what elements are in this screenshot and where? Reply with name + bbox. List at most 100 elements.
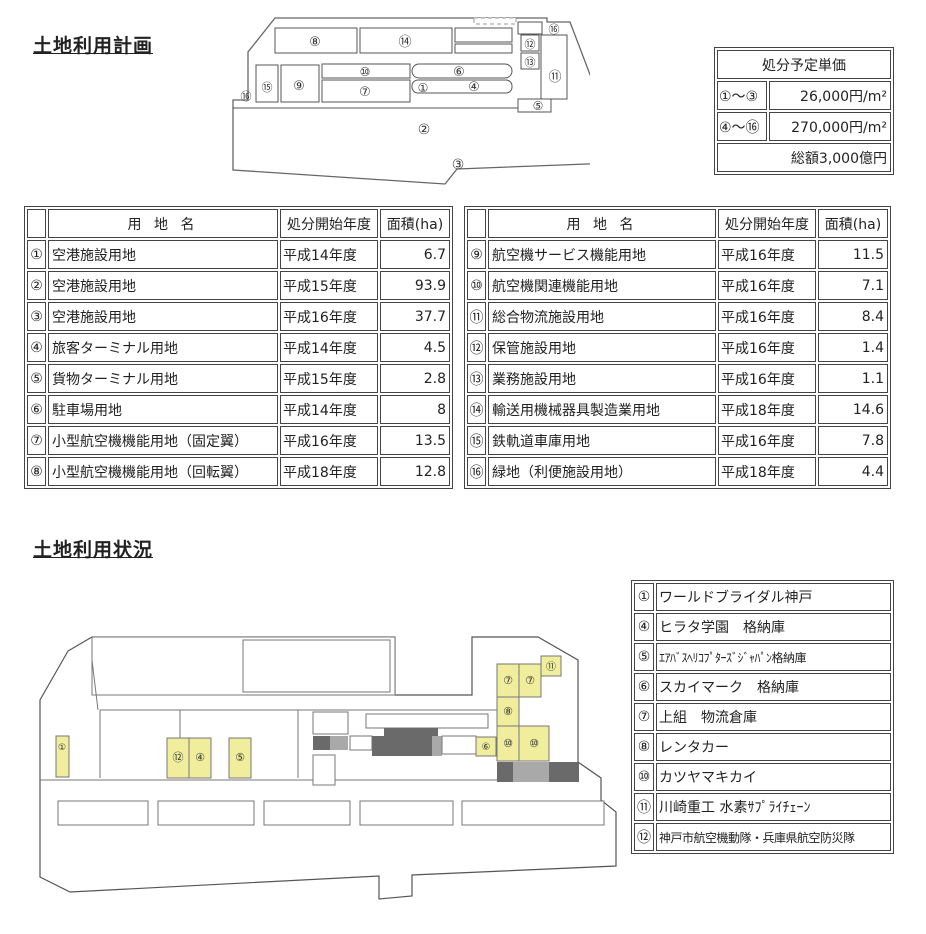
table-row: ⑦ 上組 物流倉庫 (634, 703, 891, 731)
row-name: 空港施設用地 (48, 271, 278, 300)
row-area: 93.9 (380, 271, 450, 300)
row-year: 平成16年度 (718, 302, 816, 331)
price-value: 270,000円/m² (769, 112, 891, 141)
tenant-no: ④ (634, 613, 654, 641)
plan-label-13: ⑬ (525, 56, 536, 69)
row-area: 13.5 (380, 426, 450, 455)
status-white-block (349, 735, 373, 751)
row-area: 12.8 (380, 457, 450, 486)
plan-plot-11 (540, 34, 568, 100)
row-area: 2.8 (380, 364, 450, 393)
row-no: ⑮ (467, 426, 486, 455)
row-no: ⑨ (467, 240, 486, 269)
row-area: 1.1 (818, 364, 888, 393)
row-area: 8.4 (818, 302, 888, 331)
row-area: 4.5 (380, 333, 450, 362)
price-key: ④～⑯ (717, 112, 768, 141)
tenant-no: ⑫ (634, 823, 654, 851)
status-label-8: ⑧ (503, 705, 513, 718)
tenant-name: ワールドブライダル神戸 (656, 583, 891, 611)
status-tenant-plot-5 (228, 737, 252, 779)
status-label-11: ⑪ (546, 661, 556, 673)
tenant-name: 上組 物流倉庫 (656, 703, 891, 731)
row-year: 平成18年度 (718, 457, 816, 486)
plan-plot-6 (411, 63, 513, 79)
header-year: 処分開始年度 (280, 209, 378, 238)
row-name: 空港施設用地 (48, 240, 278, 269)
plan-label-9: ⑨ (293, 79, 305, 94)
header-area: 面積(ha) (818, 209, 888, 238)
plan-label-4: ④ (468, 80, 480, 95)
plan-plot-16 (517, 21, 543, 35)
plan-label-6: ⑥ (453, 65, 465, 80)
table-row: ⑤ 貨物ターミナル用地 平成15年度 2.8 (27, 364, 450, 393)
status-area-north-east (242, 639, 391, 693)
row-year: 平成16年度 (280, 426, 378, 455)
row-name: 航空機関連機能用地 (488, 271, 716, 300)
table-row: ⑩ 航空機関連機能用地 平成16年度 7.1 (467, 271, 888, 300)
header-name: 用 地 名 (488, 209, 716, 238)
plan-label-3: ③ (452, 157, 465, 173)
tenant-no: ⑪ (634, 793, 654, 821)
row-no: ⑯ (467, 457, 486, 486)
table-row: ① 空港施設用地 平成14年度 6.7 (27, 240, 450, 269)
plan-label-14: ⑭ (398, 35, 411, 50)
status-label-7a: ⑦ (503, 674, 513, 687)
tenant-name: レンタカー (656, 733, 891, 761)
header-no (27, 209, 46, 238)
row-no: ② (27, 271, 46, 300)
row-year: 平成16年度 (718, 240, 816, 269)
land-use-table-left: 用 地 名 処分開始年度 面積(ha) ① 空港施設用地 平成14年度 6.7 … (24, 206, 453, 489)
plan-label-11: ⑪ (548, 70, 561, 85)
row-year: 平成14年度 (280, 240, 378, 269)
price-key: ①～③ (717, 81, 768, 110)
table-row: ⑭ 輸送用機械器具製造業用地 平成18年度 14.6 (467, 395, 888, 424)
plan-plot-9 (280, 64, 320, 103)
table-row: ④ 旅客ターミナル用地 平成14年度 4.5 (27, 333, 450, 362)
row-no: ⑤ (27, 364, 46, 393)
row-year: 平成16年度 (718, 271, 816, 300)
row-name: 総合物流施設用地 (488, 302, 716, 331)
plan-plot-14 (359, 27, 453, 54)
table-row: ⑩ カツヤマキカイ (634, 763, 891, 791)
price-total-row: 総額3,000億円 (717, 143, 891, 172)
plan-plot-7 (321, 79, 411, 103)
plan-plot-14b (454, 27, 513, 43)
status-tenant-plot-10b (518, 725, 550, 762)
row-no: ⑫ (467, 333, 486, 362)
plan-label-16-top: ⑯ (549, 23, 560, 36)
plan-plot-10 (321, 63, 411, 79)
status-tenant-plot-11 (540, 655, 562, 677)
row-name: 鉄軌道車庫用地 (488, 426, 716, 455)
tenant-name: 川崎重工 水素ｻﾌﾟﾗｲﾁｪｰﾝ (656, 793, 891, 821)
land-use-plan-map: ⑧ ⑭ ⑯ ⑫ ⑬ ⑪ ⑯ ⑮ ⑨ ⑩ ⑦ ⑥ ④ ① ⑤ ② ③ (232, 17, 590, 185)
row-area: 37.7 (380, 302, 450, 331)
row-no: ① (27, 240, 46, 269)
row-name: 小型航空機機能用地（固定翼） (48, 426, 278, 455)
row-name: 空港施設用地 (48, 302, 278, 331)
plan-label-12: ⑫ (525, 38, 536, 51)
row-no: ⑩ (467, 271, 486, 300)
row-year: 平成16年度 (718, 364, 816, 393)
status-grey-block (513, 762, 549, 782)
tenant-no: ⑧ (634, 733, 654, 761)
status-apron-block (263, 800, 351, 826)
status-apron-block (359, 800, 454, 826)
row-name: 航空機サービス機能用地 (488, 240, 716, 269)
row-no: ⑬ (467, 364, 486, 393)
table-row: ⑫ 保管施設用地 平成16年度 1.4 (467, 333, 888, 362)
plan-plot-5 (517, 98, 552, 113)
status-tenant-plot-7b (518, 663, 542, 698)
header-year: 処分開始年度 (718, 209, 816, 238)
row-name: 保管施設用地 (488, 333, 716, 362)
land-use-status-map: ① ⑫ ④ ⑤ ⑥ ⑦ ⑦ ⑪ ⑧ ⑩ ⑩ (39, 636, 617, 900)
plan-island-outline (232, 17, 590, 185)
plan-label-16-left: ⑯ (241, 90, 252, 103)
status-apron-block (461, 800, 605, 826)
status-dark-block (313, 736, 330, 750)
status-tenant-plot-4 (188, 737, 212, 779)
status-label-10a: ⑩ (503, 737, 513, 750)
plan-label-10: ⑩ (360, 65, 371, 79)
row-name: 小型航空機機能用地（回転翼） (48, 457, 278, 486)
row-no: ⑦ (27, 426, 46, 455)
